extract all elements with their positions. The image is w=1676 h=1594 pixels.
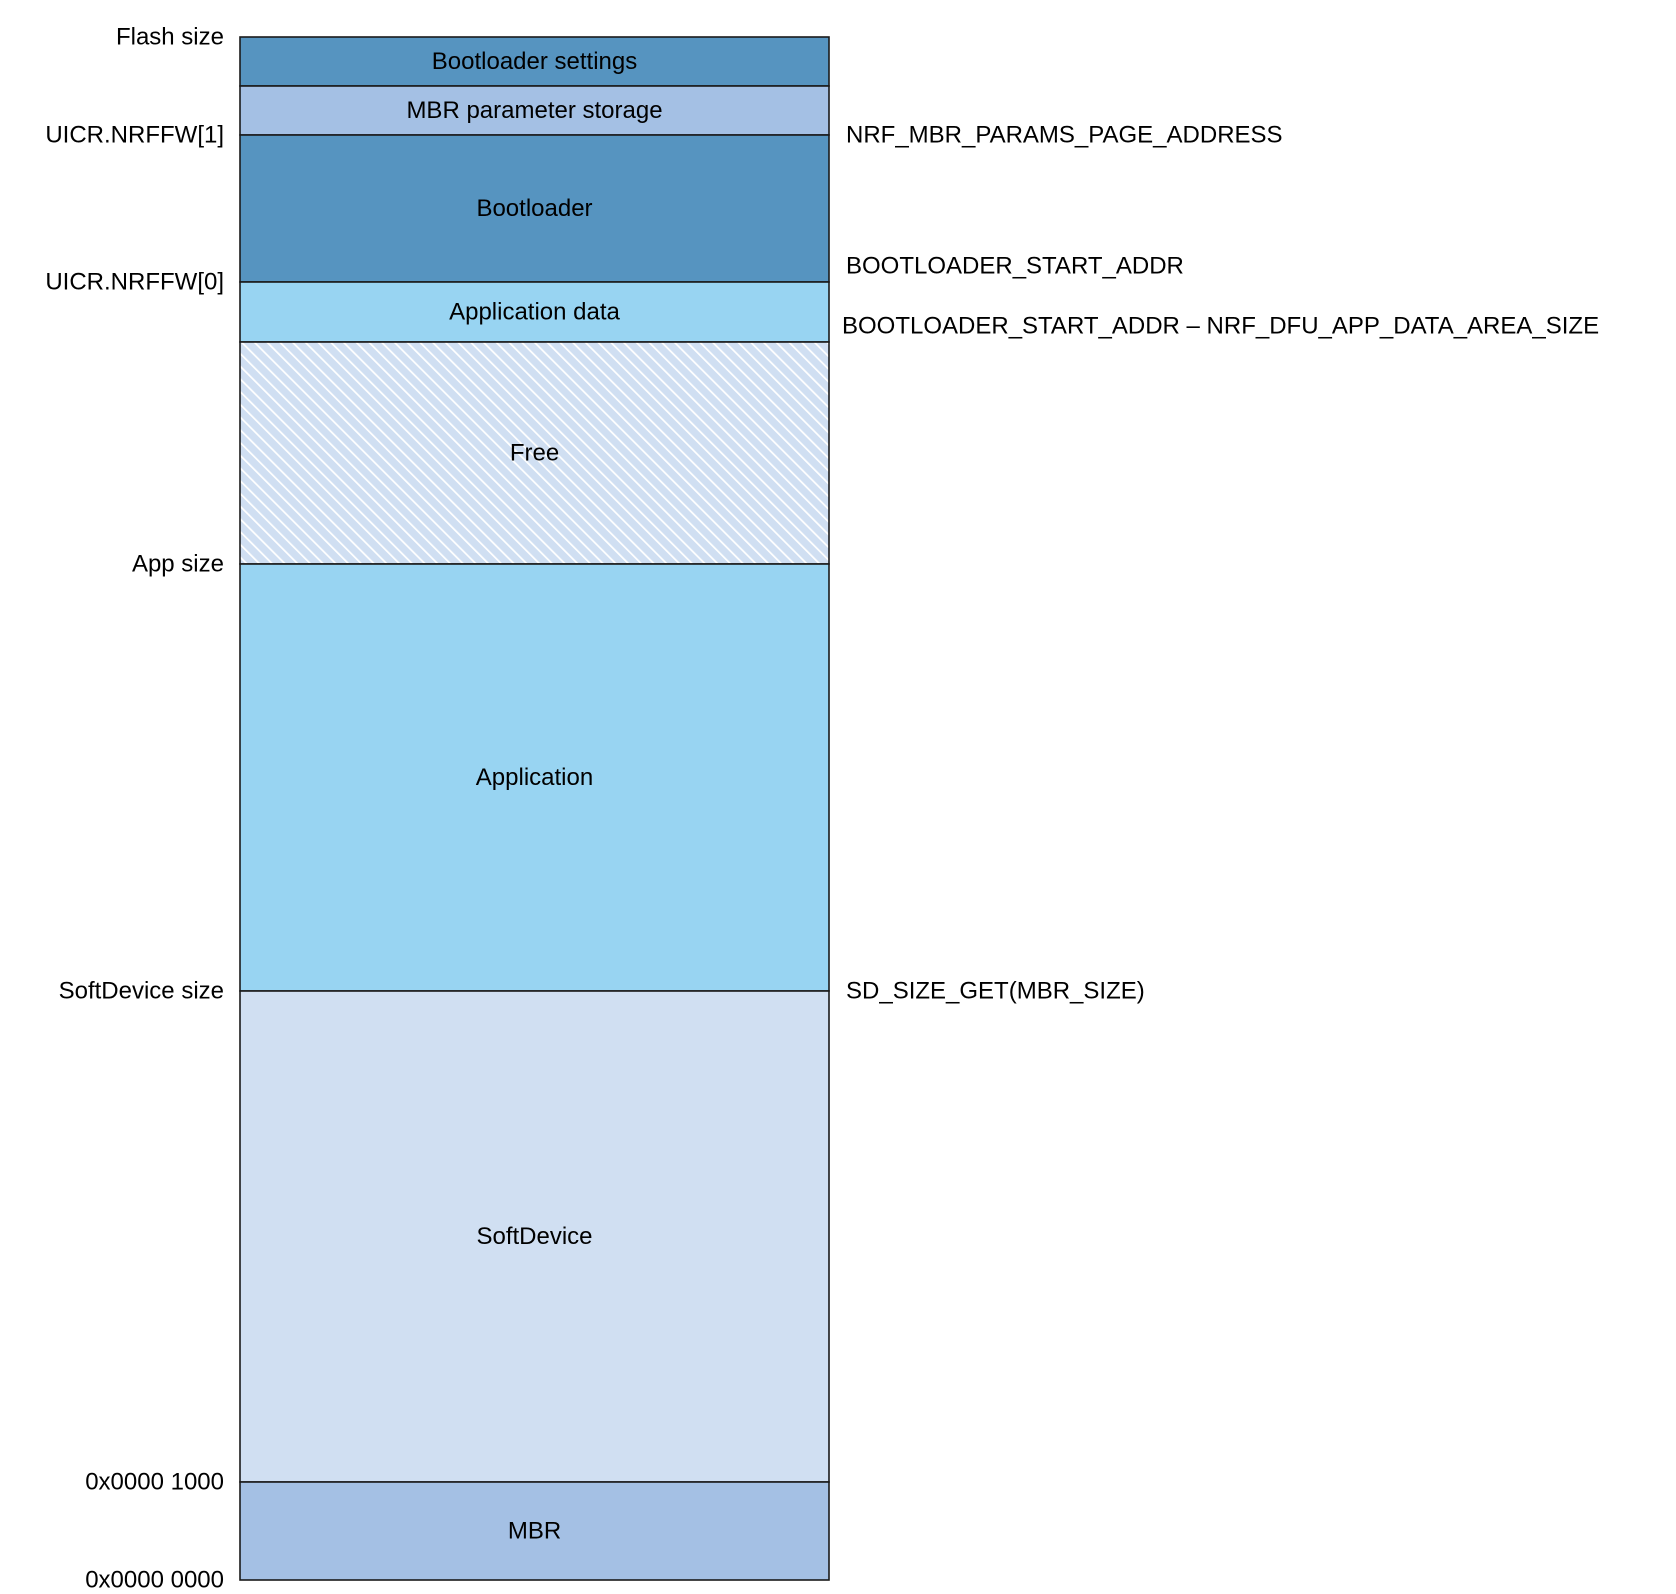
free-label: Free	[510, 440, 559, 467]
bootloader-settings-label: Bootloader settings	[432, 48, 637, 75]
mbr-segment	[239, 1481, 830, 1581]
softdevice-size-label: SoftDevice size	[59, 978, 224, 1005]
application-segment	[239, 563, 830, 992]
bootloader-segment	[239, 134, 830, 283]
bootloader-start-addr-label: BOOTLOADER_START_ADDR	[846, 253, 1184, 280]
softdevice-segment	[239, 990, 830, 1483]
softdevice-label: SoftDevice	[476, 1223, 592, 1250]
uicr-nrffw-1-label: UICR.NRFFW[1]	[45, 122, 224, 149]
flash-size-label: Flash size	[116, 24, 224, 51]
app-data-area-start-label: BOOTLOADER_START_ADDR – NRF_DFU_APP_DATA…	[842, 313, 1599, 340]
mbr-label: MBR	[508, 1518, 561, 1545]
bootloader-label: Bootloader	[476, 195, 592, 222]
right-address-labels: NRF_MBR_PARAMS_PAGE_ADDRESS BOOTLOADER_ST…	[842, 122, 1599, 1005]
uicr-nrffw-0-label: UICR.NRFFW[0]	[45, 269, 224, 296]
nrf-mbr-params-page-address-label: NRF_MBR_PARAMS_PAGE_ADDRESS	[846, 122, 1283, 149]
app-size-label: App size	[132, 551, 224, 578]
application-label: Application	[476, 764, 593, 791]
application-data-segment	[239, 281, 830, 343]
bootloader-settings-segment	[239, 36, 830, 87]
mbr-parameter-storage-segment	[239, 85, 830, 136]
free-segment	[239, 341, 830, 565]
addr-0x1000-label: 0x0000 1000	[85, 1469, 224, 1496]
application-data-label: Application data	[449, 299, 620, 326]
sd-size-get-label: SD_SIZE_GET(MBR_SIZE)	[846, 978, 1145, 1005]
addr-0x0000-label: 0x0000 0000	[85, 1567, 224, 1594]
mbr-parameter-storage-label: MBR parameter storage	[406, 97, 662, 124]
